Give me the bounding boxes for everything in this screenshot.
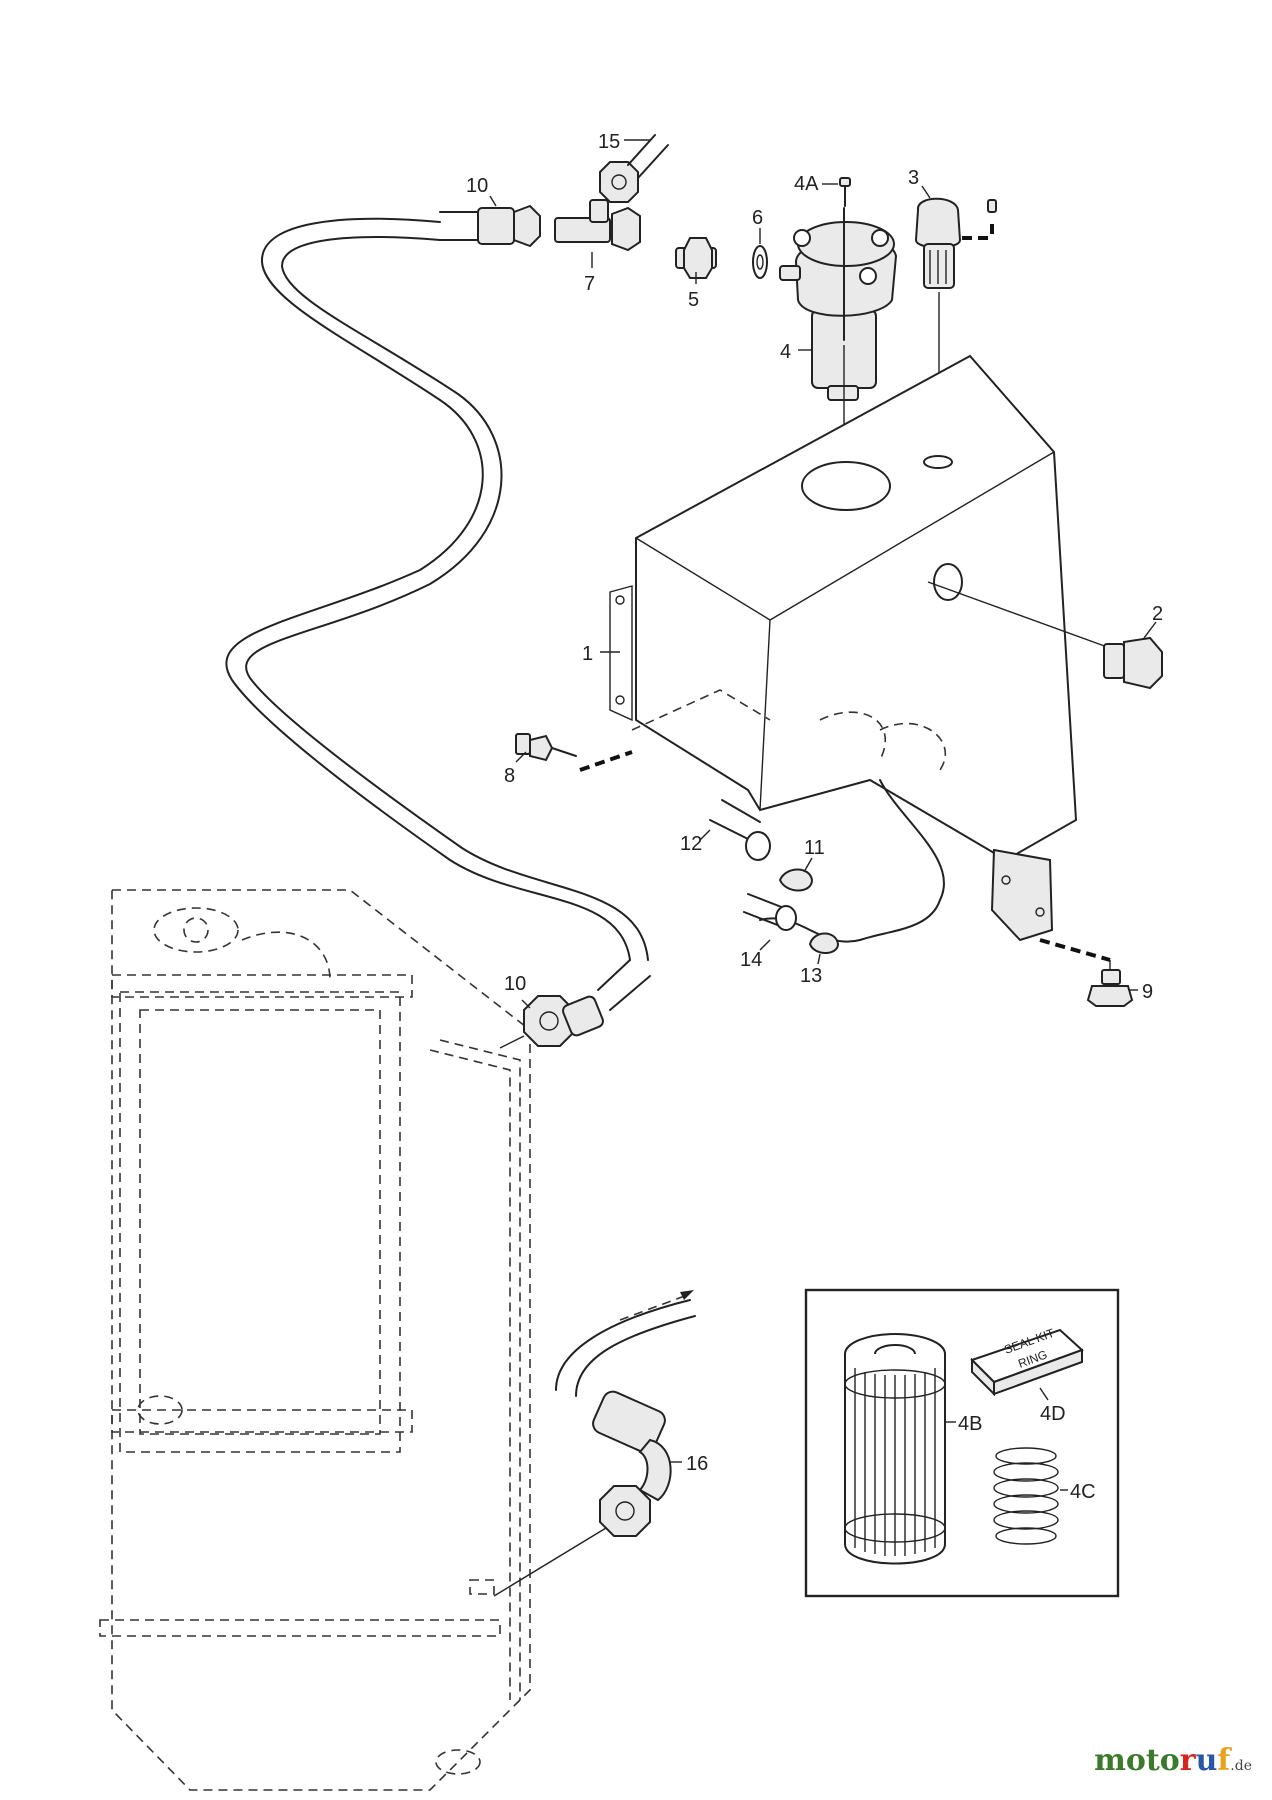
fuel-filter-4 [779,207,898,516]
sender-8 [515,733,633,772]
watermark-suffix: .de [1230,1758,1252,1774]
filler-cap-3 [914,197,997,452]
callouts: 15 10 4A 3 6 7 5 4 2 1 8 12 11 14 13 9 1… [466,131,1163,1503]
callout-10-top: 10 [466,175,488,197]
washer-6 [752,245,768,279]
fuel-tank-1 [609,354,1111,943]
watermark-part1: moto [1094,1743,1180,1778]
callout-5: 5 [688,289,699,311]
callout-14: 14 [740,949,762,971]
callout-4B: 4B [958,1413,982,1435]
filter-element-4B [844,1333,946,1565]
hose-14 [743,893,797,931]
callout-6: 6 [752,207,763,229]
nut-15 [599,134,669,203]
plug-9 [1039,938,1134,1007]
connector-5 [675,237,717,279]
callout-1: 1 [582,643,593,665]
callout-8: 8 [504,765,515,787]
radiator-dashed [99,889,531,1791]
watermark-part4: f [1217,1743,1231,1778]
clamp-11 [778,868,814,892]
watermark-part3: u [1195,1743,1218,1778]
callout-4: 4 [780,341,791,363]
seal-kit-4D: SEAL KIT RING [970,1326,1084,1397]
callout-3: 3 [908,167,919,189]
watermark-logo: motoruf.de [1094,1743,1252,1778]
callout-4A: 4A [794,173,819,195]
fuel-hose-main [225,217,649,961]
tee-fitting-7 [554,199,641,252]
spring-4C [993,1447,1059,1545]
callout-7: 7 [584,273,595,295]
callout-4D: 4D [1040,1403,1066,1425]
clamp-13 [808,932,840,954]
plug-2 [1103,636,1163,690]
callout-4C: 4C [1070,1481,1096,1503]
callout-11: 11 [804,837,825,859]
fitting-10-bottom [499,959,651,1049]
filter-pleats [854,1368,936,1556]
callout-16: 16 [686,1453,708,1475]
screw-4A [839,177,851,207]
hose-12 [709,799,771,861]
callout-15: 15 [598,131,620,153]
return-hose-16 [493,1290,696,1597]
leader-lines [489,139,1157,1491]
watermark-part2: r [1179,1743,1196,1778]
fitting-10-top [439,204,541,248]
callout-2: 2 [1152,603,1163,625]
callout-13: 13 [800,965,822,987]
callout-10-bottom: 10 [504,973,526,995]
callout-9: 9 [1142,981,1153,1003]
callout-12: 12 [680,833,702,855]
